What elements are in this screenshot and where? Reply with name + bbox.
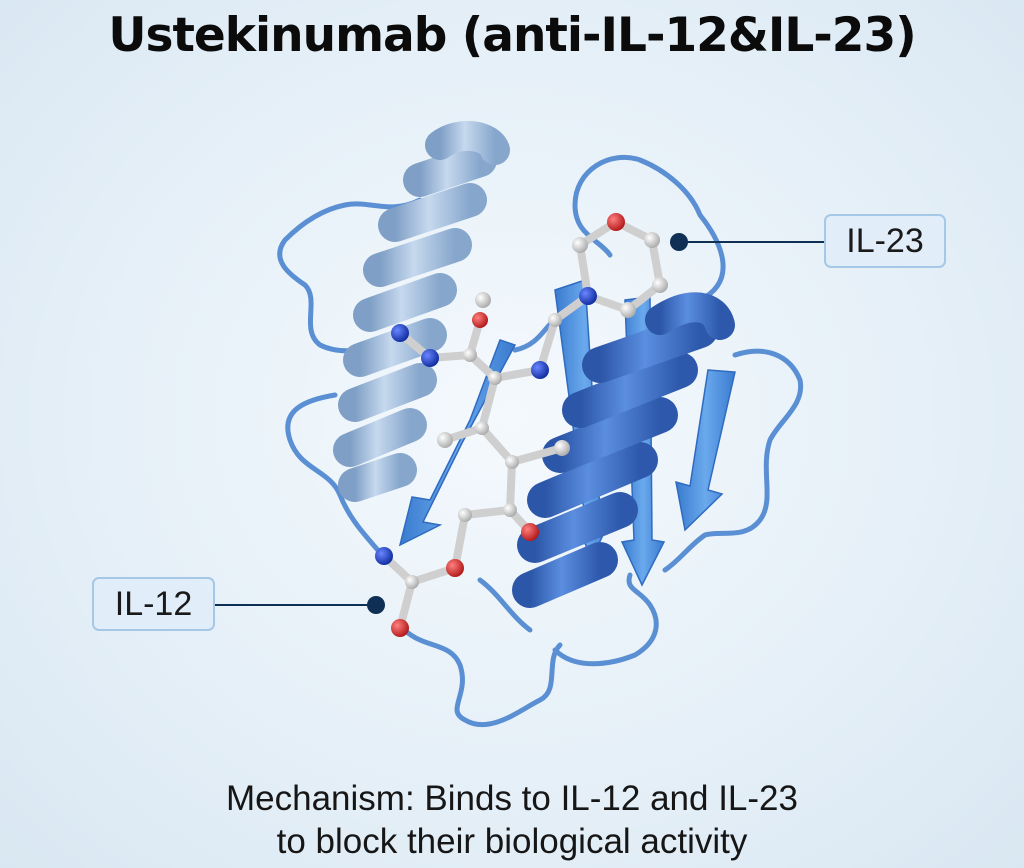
label-il-12: IL-12: [92, 577, 215, 631]
atom-nitrogen: [375, 547, 393, 565]
atom-carbon: [548, 313, 562, 327]
atom-carbon: [503, 503, 517, 517]
leader-lines: [215, 241, 824, 606]
helix-dark-right: [512, 292, 735, 608]
loop-bottom-right: [552, 572, 659, 667]
leader-dot-il23: [670, 233, 688, 251]
atom-carbon: [437, 432, 453, 448]
loop-top-right: [572, 154, 726, 303]
atom-oxygen: [607, 213, 625, 231]
ligand-molecule: [375, 213, 668, 637]
atom-carbon: [644, 232, 660, 248]
atom-nitrogen: [531, 361, 549, 379]
loop-right: [662, 348, 804, 573]
helix-light-left: [333, 120, 510, 502]
diagram-title: Ustekinumab (anti-IL-12&IL-23): [108, 8, 916, 63]
protein-loops: [277, 154, 804, 728]
atom-carbon: [475, 292, 491, 308]
atom-carbon: [458, 508, 472, 522]
label-il-23: IL-23: [824, 214, 946, 268]
atom-carbon: [405, 575, 419, 589]
mechanism-caption-line-2: to block their biological activity: [276, 822, 748, 861]
atom-carbon: [505, 455, 519, 469]
atom-carbon: [620, 302, 636, 318]
loop-bottom-left: [397, 622, 563, 728]
atom-nitrogen: [421, 349, 439, 367]
atom-carbon: [475, 421, 489, 435]
atom-carbon: [652, 277, 668, 293]
atom-nitrogen: [391, 324, 409, 342]
atom-oxygen: [472, 312, 488, 328]
mechanism-caption-line-1: Mechanism: Binds to IL-12 and IL-23: [226, 779, 798, 818]
atom-carbon: [572, 237, 588, 253]
loop-top-left: [277, 197, 423, 354]
loop-bottom-center: [477, 577, 533, 633]
atom-oxygen: [521, 523, 539, 541]
atom-nitrogen: [579, 287, 597, 305]
loop-left-mid: [285, 392, 385, 558]
atom-carbon: [488, 371, 502, 385]
atom-carbon: [554, 440, 570, 456]
atom-carbon: [463, 348, 477, 362]
atom-oxygen: [391, 619, 409, 637]
ligand-atoms: [375, 213, 668, 637]
leader-dot-il12: [367, 596, 385, 614]
sheet-right: [675, 369, 736, 532]
atom-oxygen: [446, 559, 464, 577]
